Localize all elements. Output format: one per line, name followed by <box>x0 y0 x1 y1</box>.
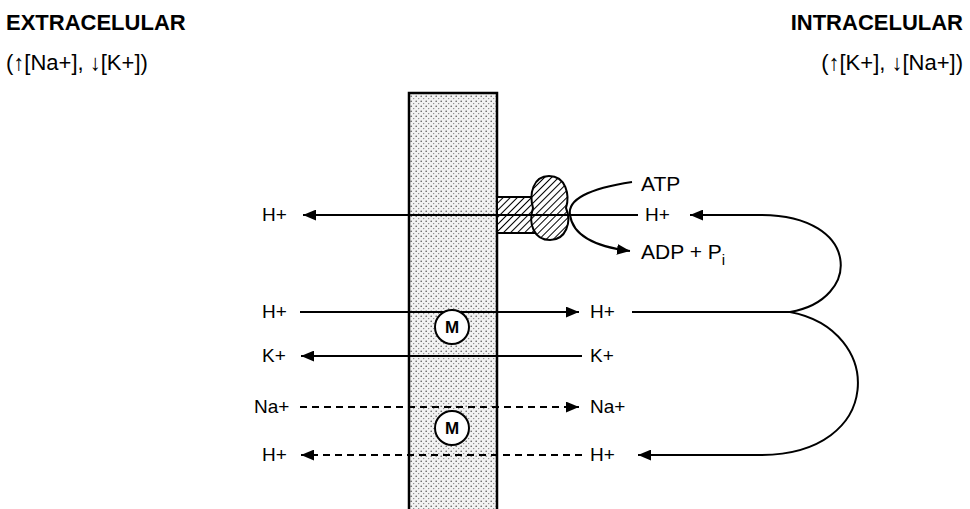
ion-label: K+ <box>262 345 286 367</box>
ion-label: Na+ <box>590 396 625 418</box>
ion-label: H+ <box>262 204 287 226</box>
ion-label: H+ <box>590 444 615 466</box>
proton-arrow <box>303 214 638 216</box>
ion-label: H+ <box>262 301 287 323</box>
ion-label: H+ <box>645 204 670 226</box>
recycle-arrow <box>638 312 858 455</box>
antiporter-letter: M <box>445 420 459 437</box>
ion-label: Na+ <box>254 396 289 418</box>
molecule-label: ADP + P <box>641 240 722 264</box>
recycle-line <box>632 311 790 313</box>
pump-head <box>531 176 568 240</box>
recycle-arrow <box>690 215 841 312</box>
hydrolysis-arrow <box>570 182 632 251</box>
region-title: INTRACELULAR <box>791 10 963 35</box>
sodium-arrow <box>300 406 579 408</box>
ion-label: H+ <box>590 301 615 323</box>
ion-label: K+ <box>590 345 614 367</box>
region-note: (↑[K+], ↓[Na+]) <box>821 50 963 75</box>
potassium-arrow <box>301 355 582 357</box>
region-note: (↑[Na+], ↓[K+]) <box>6 50 148 75</box>
proton-arrow <box>301 454 582 456</box>
molecule-label: ATP <box>641 172 680 196</box>
antiporter-circle: M <box>434 410 470 446</box>
membrane <box>409 93 497 509</box>
ion-label: H+ <box>262 444 287 466</box>
antiporter-letter: M <box>445 319 459 336</box>
region-title: EXTRACELULAR <box>6 10 186 35</box>
antiporter-circle: M <box>434 309 470 345</box>
subscript-label: i <box>722 251 725 268</box>
